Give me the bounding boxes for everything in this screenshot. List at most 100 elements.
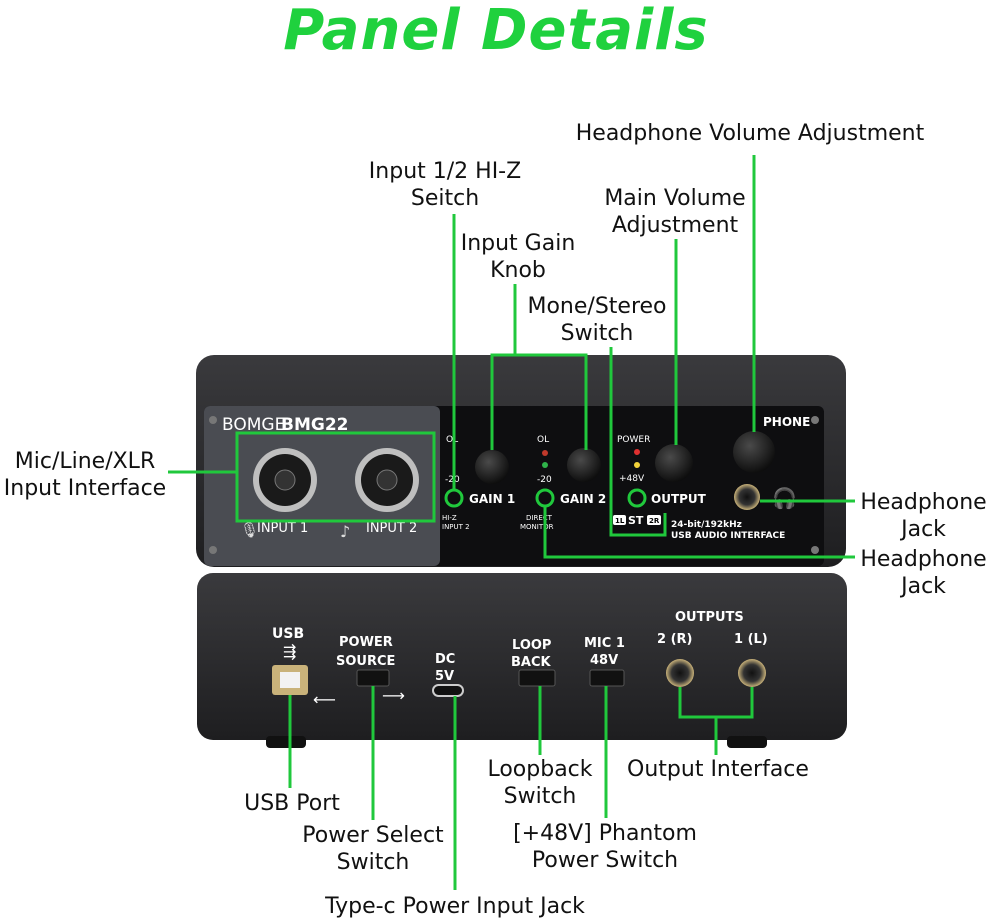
screw <box>811 416 819 424</box>
gain-2-knob[interactable] <box>567 448 601 482</box>
label-input-gain-line1: Input Gain <box>460 231 576 256</box>
label-phantom-line2: Power Switch <box>531 848 679 873</box>
front-panel-left <box>204 406 440 566</box>
label-headphone-jack-1: Headphone Jack <box>855 489 992 543</box>
screw <box>209 416 217 424</box>
phantom-switch[interactable] <box>589 669 625 687</box>
signal-led-icon <box>542 462 548 468</box>
back-label: BACK <box>511 655 552 670</box>
xlr-combo-input-2[interactable] <box>355 448 419 512</box>
st-1l-box <box>613 515 626 525</box>
usb-icon: ⇶ <box>283 642 296 661</box>
label-power-select: Power Select Switch <box>283 822 463 876</box>
out-2r-label: 2 (R) <box>657 632 692 647</box>
rear-unit: USB ⇶ POWER SOURCE ⟵ ⟶ DC 5V LOOP BACK M… <box>197 573 847 748</box>
minus20-label-1: -20 <box>445 475 460 485</box>
ol-label-1: OL <box>446 435 458 445</box>
headphone-jack[interactable] <box>734 484 760 510</box>
hiz-label-2: INPUT 2 <box>442 523 470 531</box>
loopback-switch[interactable] <box>518 669 556 687</box>
label-loopback-line1: Loopback <box>487 757 593 782</box>
monitor-label: MONITOR <box>520 523 554 531</box>
plus48v-label: +48V <box>619 474 645 484</box>
label-mic-line-xlr: Mic/Line/XLR Input Interface <box>0 448 170 502</box>
label-phantom: [+48V] Phantom Power Switch <box>505 820 705 874</box>
output-label: OUTPUT <box>651 492 707 506</box>
foot <box>727 736 767 748</box>
right-arrow-icon: ⟶ <box>382 686 405 705</box>
microphone-icon: 🎙 <box>240 521 259 539</box>
label-mono-stereo-line2: Switch <box>560 321 634 346</box>
screw <box>811 546 819 554</box>
power-source-switch[interactable] <box>356 669 390 687</box>
label-hiz-switch: Input 1/2 HI-Z Seitch <box>335 158 555 212</box>
model-text: BMG22 <box>281 415 349 435</box>
brand-text: BOMGE <box>222 415 285 435</box>
label-input-gain: Input Gain Knob <box>428 230 608 284</box>
usb-audio-text: USB AUDIO INTERFACE <box>671 531 785 541</box>
label-main-volume-line2: Adjustment <box>611 213 739 238</box>
foot <box>266 736 306 748</box>
48v-label: 48V <box>590 653 618 668</box>
phone-knob[interactable] <box>733 431 775 473</box>
screw <box>209 546 217 554</box>
direct-label: DIRECT <box>526 514 553 522</box>
gain-1-label: GAIN 1 <box>469 492 515 506</box>
label-mono-stereo-line1: Mone/Stereo <box>527 294 667 319</box>
label-output-interface: Output Interface <box>627 757 809 782</box>
dc-5v-label: 5V <box>435 669 454 684</box>
label-usb-port: USB Port <box>244 791 340 816</box>
gain-1-knob[interactable] <box>475 450 509 484</box>
spec-text: 24-bit/192kHz <box>671 520 742 530</box>
minus20-label-2: -20 <box>537 475 552 485</box>
label-hiz-line1: Input 1/2 HI-Z <box>368 159 522 184</box>
output-1-jack[interactable] <box>738 659 766 687</box>
label-mic-line-xlr-line1: Mic/Line/XLR <box>14 449 156 474</box>
dc-label: DC <box>435 652 455 667</box>
label-headphone-jack-2: Headphone Jack <box>855 546 992 600</box>
hiz-label: HI-Z <box>442 514 457 522</box>
ol-label-2: OL <box>537 435 549 445</box>
xlr-combo-input-1[interactable] <box>253 448 317 512</box>
label-hiz-line2: Seitch <box>410 186 480 211</box>
st-2r: 2R <box>649 517 660 525</box>
label-main-volume-line1: Main Volume <box>604 186 746 211</box>
label-main-volume: Main Volume Adjustment <box>575 185 775 239</box>
type-c-port[interactable] <box>432 684 464 697</box>
input-2-label: INPUT 2 <box>366 521 417 536</box>
label-hp-jack-1-line2: Jack <box>901 517 946 542</box>
out-1l-label: 1 (L) <box>734 632 768 647</box>
output-2-jack[interactable] <box>666 659 694 687</box>
label-mono-stereo: Mone/Stereo Switch <box>507 293 687 347</box>
st-1l: 1L <box>615 517 625 525</box>
mono-stereo-switch[interactable] <box>627 488 647 508</box>
label-power-select-line1: Power Select <box>302 823 444 848</box>
label-loopback-line2: Switch <box>503 784 577 809</box>
direct-monitor-switch[interactable] <box>535 488 555 508</box>
page-title: Panel Details <box>283 0 709 63</box>
st-2r-box <box>647 515 661 525</box>
mic1-label: MIC 1 <box>584 636 625 651</box>
label-mic-line-xlr-line2: Input Interface <box>3 476 167 501</box>
power-label: POWER <box>617 435 650 445</box>
output-knob[interactable] <box>655 444 693 482</box>
label-loopback: Loopback Switch <box>465 756 615 810</box>
label-hp-jack-1-line1: Headphone <box>860 490 987 515</box>
ol-led-icon <box>542 450 548 456</box>
input-1-label: INPUT 1 <box>257 521 308 536</box>
callout-box-xlr <box>235 431 436 523</box>
guitar-icon: ♪ <box>340 522 350 541</box>
st-mid: ST <box>628 514 644 527</box>
headphone-icon: 🎧 <box>772 486 797 510</box>
hiz-switch[interactable] <box>444 488 464 508</box>
source-label: SOURCE <box>336 654 395 669</box>
label-phantom-line1: [+48V] Phantom <box>513 821 697 846</box>
power-led-icon <box>634 449 640 455</box>
outputs-label: OUTPUTS <box>675 610 744 625</box>
usb-label: USB <box>272 626 304 642</box>
label-input-gain-line2: Knob <box>490 258 546 283</box>
power-label-rear: POWER <box>339 635 393 650</box>
front-unit: BOMGE BMG22 INPUT 1 INPUT 2 🎙 ♪ OL OL -2… <box>196 355 846 567</box>
label-headphone-volume: Headphone Volume Adjustment <box>575 121 925 146</box>
label-hp-jack-2-line2: Jack <box>901 574 946 599</box>
